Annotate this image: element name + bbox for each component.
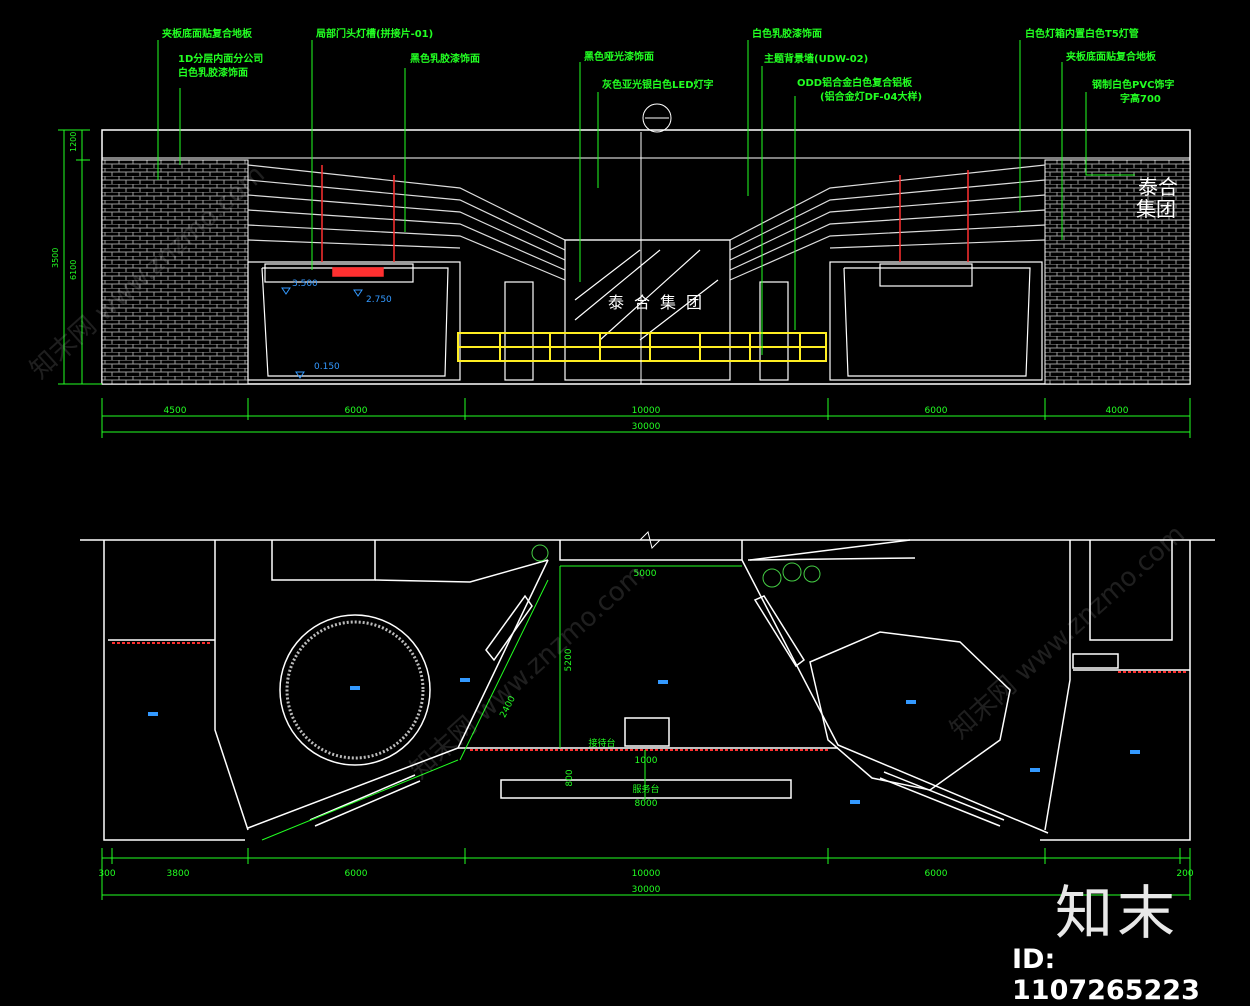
plan-dim-label: 1000 xyxy=(635,756,658,766)
annotation: ODD铝合金白色复合铝板 xyxy=(797,76,913,89)
annotation: 夹板底面贴复合地板 xyxy=(162,27,253,40)
yellow-railing xyxy=(457,332,827,362)
center-brand-text: 泰合集团 xyxy=(608,293,712,312)
watermark: 知末网 www.znzmo.com xyxy=(945,519,1191,745)
elevation-view: 泰合集团 3.500 2.750 0.150 泰合 集团 xyxy=(51,27,1191,438)
annotation: 主题背景墙(UDW-02) xyxy=(764,52,868,65)
annotation: 夹板底面贴复合地板 xyxy=(1066,50,1157,63)
annotation: 黑色哑光漆饰面 xyxy=(584,50,654,63)
annotation: (铝合金灯DF-04大样) xyxy=(820,90,922,103)
vertical-dim-label: 1200 xyxy=(69,132,78,152)
brand-logo: 知末 xyxy=(1055,879,1180,947)
right-brand-line2: 集团 xyxy=(1136,197,1176,221)
vertical-dim-label: 3500 xyxy=(51,248,60,268)
plan-dim-label: 6000 xyxy=(345,869,368,879)
stage-label: 服务台 xyxy=(632,783,659,795)
stage-dim-label: 8000 xyxy=(635,799,658,809)
level-label: 2.750 xyxy=(366,295,392,305)
plan-walls xyxy=(80,539,1215,841)
plan-view: 5000 5200 2400 1000 800 接待台 服务台 8000 300… xyxy=(80,531,1215,900)
level-label: 3.500 xyxy=(292,279,318,289)
watermark: 知末网 www.znzmo.com xyxy=(405,559,651,785)
plant-icon xyxy=(531,544,821,588)
plan-dim-label: 5200 xyxy=(564,648,574,671)
annotation: 灰色亚光银白色LED灯字 xyxy=(602,78,714,91)
dim-label: 6000 xyxy=(925,406,948,416)
facade-stripes xyxy=(247,164,1046,281)
vertical-dim-label: 6100 xyxy=(69,260,78,280)
red-lamps xyxy=(321,165,969,277)
annotation: 钢制白色PVC饰字 xyxy=(1092,78,1174,91)
annotation: 字高700 xyxy=(1120,92,1161,105)
annotation: 白色乳胶漆饰面 xyxy=(752,27,822,40)
total-dim-label: 30000 xyxy=(632,422,661,432)
blue-markers xyxy=(148,678,1140,804)
break-line-icon xyxy=(639,531,661,549)
annotation: 局部门头灯槽(拼接片-01) xyxy=(315,27,433,40)
annotation: 白色灯箱内置白色T5灯管 xyxy=(1025,27,1139,40)
level-markers: 3.500 2.750 0.150 xyxy=(281,279,392,379)
round-seating-inner xyxy=(285,620,425,760)
red-markers xyxy=(112,642,1186,751)
leader-lines xyxy=(157,40,1135,355)
dim-label: 10000 xyxy=(632,406,661,416)
right-opening xyxy=(829,261,1043,381)
plan-dim-label: 800 xyxy=(565,769,575,786)
brick-wall-left xyxy=(101,159,249,385)
hanging-sign-icon xyxy=(642,103,672,133)
round-seating xyxy=(279,614,431,766)
dim-label: 4000 xyxy=(1106,406,1129,416)
plan-dim-label: 5000 xyxy=(634,569,657,579)
center-wall xyxy=(504,239,789,381)
right-brand-line1: 泰合 xyxy=(1138,175,1178,199)
brick-wall-right xyxy=(1044,159,1191,385)
annotations: 夹板底面贴复合地板 1D分层内面分公司 白色乳胶漆饰面 局部门头灯槽(拼接片-0… xyxy=(162,27,1174,105)
plan-dim-label: 3800 xyxy=(167,869,190,879)
plan-dim-label: 6000 xyxy=(925,869,948,879)
plan-dim-label: 300 xyxy=(98,869,115,879)
vertical-dimensions xyxy=(58,129,102,385)
annotation: 白色乳胶漆饰面 xyxy=(178,66,248,79)
plan-total-dim-label: 30000 xyxy=(632,885,661,895)
plan-dim-label: 10000 xyxy=(632,869,661,879)
annotation: 黑色乳胶漆饰面 xyxy=(410,52,480,65)
id-label: ID: 1107265223 xyxy=(1012,944,1200,1006)
plan-dim-label: 200 xyxy=(1176,869,1193,879)
left-opening xyxy=(247,261,461,381)
reception-label: 接待台 xyxy=(588,737,615,749)
level-label: 0.150 xyxy=(314,362,340,372)
dim-label: 4500 xyxy=(164,406,187,416)
plan-dimension-lines xyxy=(101,565,1191,900)
elevation-dimension-lines xyxy=(101,398,1191,438)
dim-label: 6000 xyxy=(345,406,368,416)
annotation: 1D分层内面分公司 xyxy=(178,52,263,65)
